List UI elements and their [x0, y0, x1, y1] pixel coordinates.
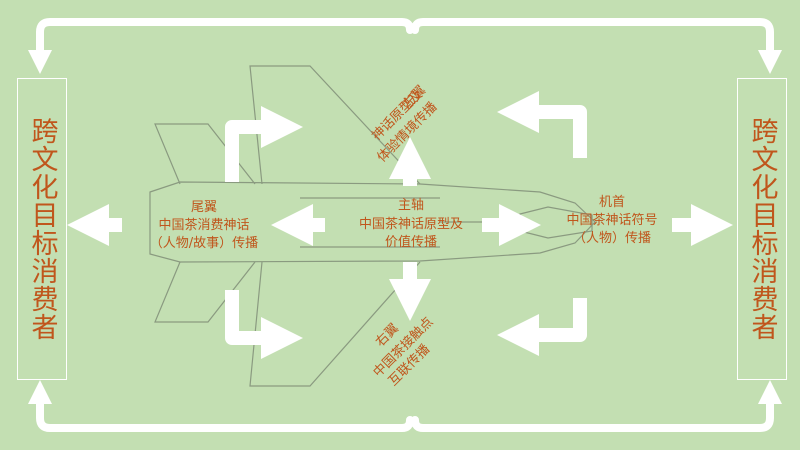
nose-line2: （人物）传播: [573, 231, 651, 246]
target-consumer-label-left: 跨文化目标消费者: [26, 117, 58, 341]
tail-wing-title: 尾翼: [191, 200, 217, 215]
frame-arrows: [28, 18, 782, 432]
target-consumer-label-right: 跨文化目标消费者: [746, 117, 778, 341]
target-consumer-box-left: 跨文化目标消费者: [17, 78, 67, 380]
tail-wing-line2: （人物/故事）传播: [150, 236, 258, 251]
main-axis-title: 主轴: [398, 198, 424, 213]
target-consumer-box-right: 跨文化目标消费者: [737, 78, 787, 380]
nose-line1: 中国茶神话符号: [566, 212, 657, 228]
flow-arrows: [67, 91, 733, 359]
main-axis-line1: 中国茶神话原型及: [359, 216, 463, 232]
nose-title: 机首: [599, 195, 625, 210]
main-axis-line2: 价值传播: [385, 234, 437, 250]
tail-wing-line1: 中国茶消费神话: [158, 217, 249, 233]
